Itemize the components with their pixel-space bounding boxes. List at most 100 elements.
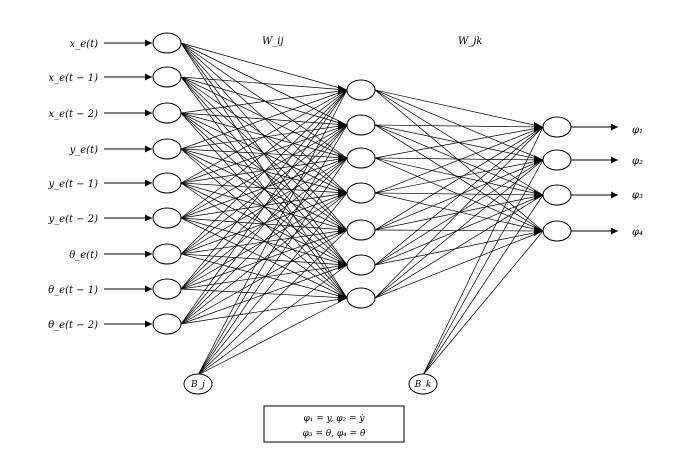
edge-bias-hidden bbox=[197, 229, 348, 376]
edge-hidden-output bbox=[374, 159, 544, 231]
edge-input-hidden bbox=[180, 124, 348, 219]
edge-input-hidden bbox=[180, 89, 348, 325]
edge-input-hidden bbox=[180, 182, 348, 299]
output-label: φ₄ bbox=[632, 227, 643, 238]
edge-hidden-output bbox=[374, 126, 544, 299]
edge-hidden-output bbox=[374, 192, 544, 196]
edge-bias-hidden bbox=[197, 124, 348, 376]
hidden-input-arrowhead bbox=[338, 293, 347, 303]
edge-input-hidden bbox=[180, 76, 348, 299]
edge-input-hidden bbox=[180, 229, 348, 325]
edge-hidden-output bbox=[374, 159, 544, 194]
edge-bias-hidden bbox=[197, 157, 348, 376]
input-node bbox=[152, 207, 182, 229]
output-input-arrowhead bbox=[534, 226, 543, 236]
output-input-arrowhead bbox=[534, 155, 543, 165]
input-label: x_e(t) bbox=[70, 39, 98, 50]
edge-hidden-output bbox=[374, 126, 544, 266]
edge-bias-hidden bbox=[197, 192, 348, 376]
hidden-node bbox=[346, 182, 376, 204]
edge-hidden-output bbox=[374, 192, 544, 232]
hidden-node bbox=[346, 219, 376, 241]
weight-label-hidden-output: W_jk bbox=[458, 36, 482, 47]
edge-hidden-output bbox=[374, 230, 544, 266]
input-node bbox=[152, 313, 182, 335]
weight-label-input-hidden: W_ij bbox=[262, 36, 284, 47]
legend-line-1: φ₁ = y, φ₂ = ẏ bbox=[303, 414, 365, 424]
output-node bbox=[542, 184, 572, 206]
input-node bbox=[152, 138, 182, 160]
edge-input-hidden bbox=[180, 76, 348, 194]
hidden-input-arrowhead bbox=[338, 85, 347, 95]
input-node bbox=[152, 243, 182, 265]
hidden-node bbox=[346, 79, 376, 101]
edge-input-hidden bbox=[180, 148, 348, 159]
edge-input-hidden bbox=[180, 157, 348, 325]
input-label: x_e(t − 1) bbox=[49, 73, 99, 84]
hidden-input-arrowhead bbox=[338, 188, 347, 198]
edge-bias-output bbox=[422, 230, 544, 376]
edge-input-hidden bbox=[180, 89, 348, 255]
input-node bbox=[152, 278, 182, 300]
edge-hidden-output bbox=[374, 126, 544, 159]
input-node bbox=[152, 172, 182, 194]
edge-hidden-output bbox=[374, 89, 544, 232]
edge-bias-output bbox=[422, 159, 544, 376]
edge-hidden-output bbox=[374, 126, 544, 194]
bias-node-output bbox=[408, 373, 438, 395]
input-label: x_e(t − 2) bbox=[49, 109, 99, 120]
edge-hidden-output bbox=[374, 229, 544, 232]
hidden-node bbox=[346, 114, 376, 136]
bias-node-hidden bbox=[183, 373, 213, 395]
input-node bbox=[152, 66, 182, 88]
hidden-node bbox=[346, 147, 376, 169]
neuron-nodes bbox=[152, 32, 572, 395]
edge-input-hidden bbox=[180, 89, 348, 219]
edge-bias-hidden bbox=[197, 264, 348, 376]
edge-input-hidden bbox=[180, 42, 348, 159]
hidden-node bbox=[346, 254, 376, 276]
input-labels: x_e(t) x_e(t − 1) x_e(t − 2) y_e(t) y_e(… bbox=[48, 39, 99, 331]
hidden-input-arrowhead bbox=[338, 153, 347, 163]
input-label: y_e(t) bbox=[69, 145, 98, 156]
edge-input-hidden bbox=[180, 157, 348, 219]
edge-input-hidden bbox=[180, 42, 348, 91]
edge-input-hidden bbox=[180, 157, 348, 184]
hidden-input-arrowhead bbox=[338, 225, 347, 235]
edge-bias-hidden bbox=[197, 297, 348, 376]
edge-hidden-output bbox=[374, 194, 544, 266]
output-input-arrowhead bbox=[534, 122, 543, 132]
input-label: θ_e(t − 2) bbox=[48, 320, 98, 331]
connection-lines bbox=[180, 42, 544, 376]
output-labels: φ₁ φ₂ φ₃ φ₄ bbox=[632, 125, 643, 238]
edge-input-hidden bbox=[180, 124, 348, 325]
edge-input-hidden bbox=[180, 229, 348, 255]
edge-hidden-output bbox=[374, 89, 544, 128]
input-node bbox=[152, 102, 182, 124]
edge-hidden-output bbox=[374, 124, 544, 232]
edge-input-hidden bbox=[180, 157, 348, 290]
output-label: φ₁ bbox=[632, 125, 643, 136]
edge-hidden-output bbox=[374, 157, 544, 232]
edge-input-hidden bbox=[180, 192, 348, 219]
edge-hidden-output bbox=[374, 159, 544, 299]
bias-label-hidden: B_j bbox=[190, 380, 205, 390]
output-definition-box: φ₁ = y, φ₂ = ẏ φ₃ = θ, φ₄ = θ̇ bbox=[263, 405, 405, 443]
edge-bias-output bbox=[422, 194, 544, 376]
output-input-arrowhead bbox=[534, 190, 543, 200]
edge-bias-hidden bbox=[197, 89, 348, 376]
edge-input-hidden bbox=[180, 76, 348, 159]
edge-input-hidden bbox=[180, 89, 348, 184]
edge-input-hidden bbox=[180, 89, 348, 290]
hidden-node bbox=[346, 287, 376, 309]
edge-input-hidden bbox=[180, 217, 348, 299]
edge-input-hidden bbox=[180, 192, 348, 325]
output-node bbox=[542, 220, 572, 242]
output-label: φ₃ bbox=[632, 190, 643, 201]
edge-input-hidden bbox=[180, 157, 348, 255]
edge-bias-output bbox=[422, 126, 544, 376]
output-node bbox=[542, 116, 572, 138]
input-node bbox=[152, 32, 182, 54]
edge-input-hidden bbox=[180, 89, 348, 114]
